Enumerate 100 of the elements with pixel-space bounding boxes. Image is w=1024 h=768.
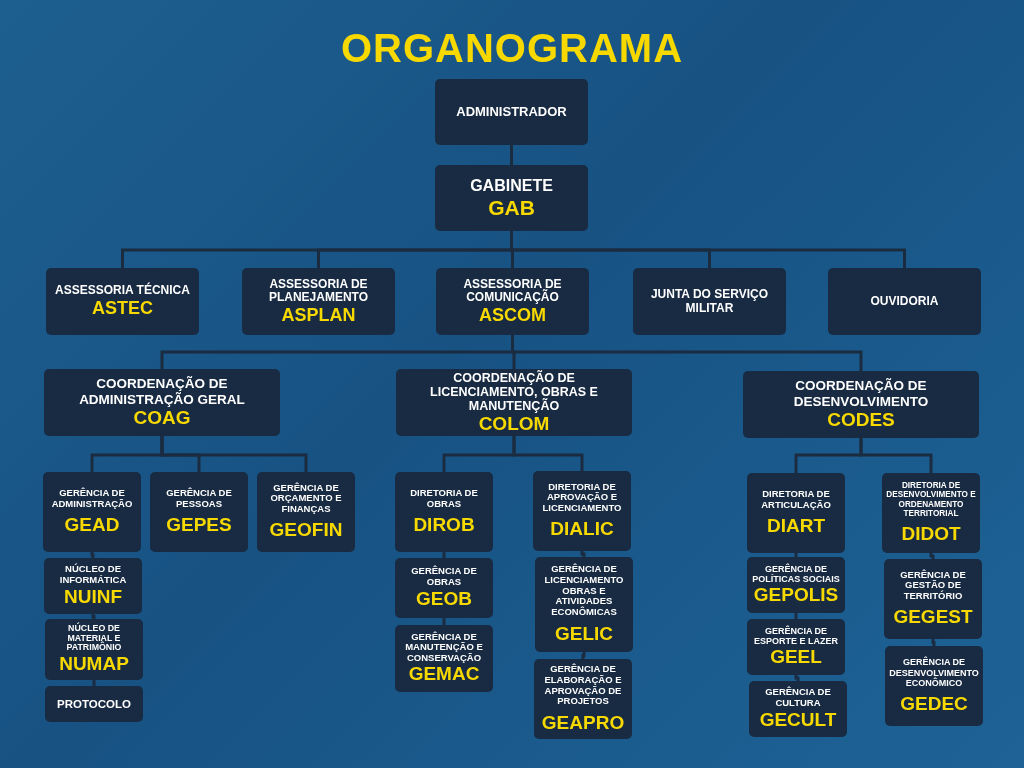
org-unit-box — [435, 165, 588, 231]
connector-line — [90, 552, 95, 558]
unit-acronym: GELIC — [554, 623, 614, 645]
unit-name: ASSESSORIA DE COMUNICAÇÃO — [462, 277, 563, 305]
unit-acronym: CODES — [827, 409, 895, 431]
unit-name: NÚCLEO DE INFORMÁTICA — [58, 564, 128, 586]
unit-acronym: DIROB — [413, 515, 475, 537]
connector-line — [160, 436, 308, 472]
unit-name: COORDENAÇÃO DE ADMINISTRAÇÃO GERAL — [78, 376, 246, 407]
connector-line — [794, 553, 798, 557]
unit-name: ASSESSORIA DE PLANEJAMENTO — [267, 277, 370, 305]
org-unit-box — [535, 557, 633, 652]
unit-name: GERÊNCIA DE POLÍTICAS SOCIAIS — [751, 563, 841, 585]
unit-name: GERÊNCIA DE GESTÃO DE TERRITÓRIO — [899, 569, 967, 602]
org-unit-box — [257, 472, 355, 552]
unit-name: PROTOCOLO — [57, 697, 131, 711]
connector-line — [931, 639, 936, 646]
org-unit-box — [242, 268, 395, 335]
unit-name: COORDENAÇÃO DE DESENVOLVIMENTO — [792, 378, 930, 409]
unit-name: GERÊNCIA DE LICENCIAMENTO OBRAS E ATIVIDADES ECONÔMICAS — [543, 564, 625, 618]
unit-name: GERÊNCIA DE ADMINISTRAÇÃO — [50, 487, 134, 510]
org-unit-box — [45, 619, 143, 680]
connector-line — [859, 438, 933, 473]
org-unit-box — [749, 681, 847, 737]
org-unit-box — [435, 79, 588, 145]
unit-name: GERÊNCIA DE ELABORAÇÃO E APROVAÇÃO DE PROJETOS — [543, 664, 623, 707]
unit-acronym: GEOB — [416, 588, 472, 610]
unit-name: DIRETORIA DE ARTICULAÇÃO — [760, 488, 832, 511]
org-unit-box — [395, 472, 493, 552]
unit-acronym: ASPLAN — [281, 305, 356, 326]
org-unit-box — [828, 268, 981, 335]
unit-acronym: GEAPRO — [541, 712, 625, 734]
org-unit-box — [43, 472, 141, 552]
connector-line — [794, 613, 798, 619]
org-unit-box — [44, 558, 142, 614]
unit-name: DIRETORIA DE OBRAS — [409, 487, 479, 510]
unit-name: OUVIDORIA — [870, 294, 939, 309]
org-unit-box — [436, 268, 589, 335]
unit-acronym: COAG — [133, 407, 191, 429]
unit-name: DIRETORIA DE APROVAÇÃO E LICENCIAMENTO — [541, 481, 623, 514]
connector-line — [581, 652, 586, 659]
unit-acronym: GEAD — [64, 515, 120, 537]
unit-name: GERÊNCIA DE ORÇAMENTO E FINANÇAS — [269, 482, 343, 515]
org-unit-box — [533, 471, 631, 551]
unit-name: NÚCLEO DE MATERIAL E PATRIMÔNIO — [65, 623, 123, 654]
unit-name: GERÊNCIA DE OBRAS — [410, 566, 478, 588]
unit-name: GERÊNCIA DE PESSOAS — [165, 487, 233, 510]
connector-line — [510, 145, 513, 165]
unit-acronym: COLOM — [478, 413, 550, 435]
connector-line — [794, 675, 800, 681]
connector-line — [442, 552, 446, 558]
unit-name: ADMINISTRADOR — [456, 104, 567, 120]
unit-acronym: GEPOLIS — [753, 585, 839, 606]
org-unit-box — [395, 558, 493, 618]
unit-name: GERÊNCIA DE DESENVOLVIMENTO ECONÔMICO — [889, 657, 979, 688]
unit-acronym: DIART — [766, 516, 826, 538]
unit-name: GERÊNCIA DE ESPORTE E LAZER — [753, 625, 839, 647]
unit-acronym: GECULT — [759, 709, 837, 731]
connector-line — [512, 436, 584, 471]
unit-acronym: DIALIC — [550, 519, 614, 541]
unit-name: GERÊNCIA DE CULTURA — [764, 687, 832, 709]
org-unit-box — [46, 268, 199, 335]
org-unit-box — [884, 559, 982, 639]
org-unit-box — [45, 686, 143, 722]
org-unit-box — [747, 473, 845, 553]
connector-line — [92, 680, 96, 686]
unit-acronym: ASTEC — [92, 298, 153, 319]
org-unit-box — [534, 659, 632, 739]
connector-line — [510, 231, 906, 268]
org-unit-box — [395, 625, 493, 692]
connector-line — [580, 551, 586, 557]
unit-name: GABINETE — [470, 177, 553, 195]
connector-line — [511, 335, 863, 371]
unit-acronym: NUMAP — [59, 654, 129, 676]
unit-name: ASSESSORIA TÉCNICA — [55, 284, 190, 298]
org-unit-box — [882, 473, 980, 553]
org-unit-box — [633, 268, 786, 335]
org-unit-box — [747, 619, 845, 675]
chart-title: ORGANOGRAMA — [340, 26, 684, 71]
unit-acronym: GEDEC — [900, 693, 968, 715]
unit-name: DIRETORIA DE DESENVOLVIMENTO E ORDENAMENTO TERRITORIAL — [886, 481, 976, 518]
org-unit-box — [743, 371, 979, 438]
connector-line — [442, 618, 446, 625]
unit-acronym: GEGEST — [893, 607, 973, 629]
org-unit-box — [747, 557, 845, 613]
unit-name: GERÊNCIA DE MANUTENÇÃO E CONSERVAÇÃO — [404, 631, 484, 664]
connector-line — [929, 553, 935, 559]
unit-acronym: DIDOT — [901, 523, 961, 545]
unit-name: COORDENAÇÃO DE LICENCIAMENTO, OBRAS E MANUTENÇÃO — [429, 370, 599, 413]
unit-acronym: ASCOM — [479, 305, 546, 326]
connector-line — [91, 613, 96, 620]
org-unit-box — [396, 369, 632, 436]
unit-acronym: NUINF — [63, 586, 123, 608]
unit-acronym: GEOFIN — [269, 520, 343, 542]
unit-name: JUNTA DO SERVIÇO MILITAR — [649, 288, 770, 315]
unit-acronym: GEEL — [770, 647, 822, 668]
unit-acronym: GEMAC — [408, 664, 480, 686]
unit-acronym: GEPES — [166, 515, 232, 537]
unit-acronym: GAB — [488, 195, 535, 219]
org-unit-box — [885, 646, 983, 726]
